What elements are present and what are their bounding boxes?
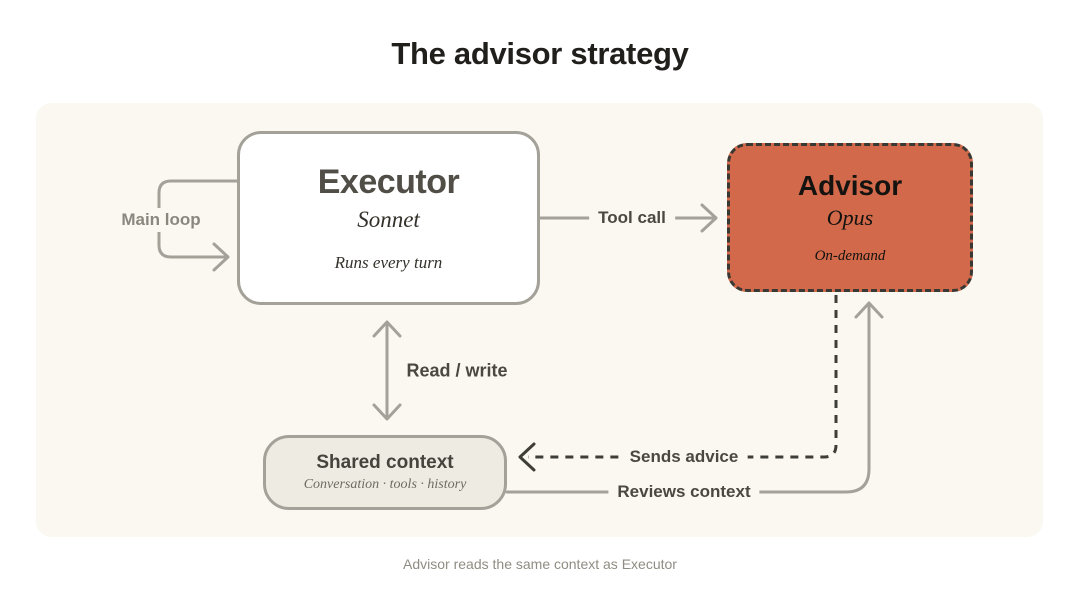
executor-note: Runs every turn <box>334 253 443 272</box>
advisor-node: Advisor Opus On-demand <box>727 143 973 292</box>
page-title: The advisor strategy <box>391 36 689 71</box>
main-loop-label: Main loop <box>112 208 210 232</box>
advisor-model: Opus <box>826 205 874 230</box>
sends-advice-label: Sends advice <box>620 445 748 469</box>
shared-context-node: Shared context Conversation · tools · hi… <box>263 435 507 510</box>
shared-context-title: Shared context <box>316 452 454 473</box>
advisor-title: Advisor <box>797 170 903 201</box>
advisor-note: On-demand <box>814 248 886 264</box>
shared-context-subtitle: Conversation · tools · history <box>303 477 467 492</box>
executor-node: Executor Sonnet Runs every turn <box>237 131 540 305</box>
read-write-label: Read / write <box>406 360 508 381</box>
tool-call-label: Tool call <box>589 206 675 230</box>
executor-model: Sonnet <box>357 207 420 232</box>
executor-title: Executor <box>317 163 460 201</box>
caption: Advisor reads the same context as Execut… <box>403 556 677 572</box>
reviews-context-label: Reviews context <box>608 480 760 504</box>
